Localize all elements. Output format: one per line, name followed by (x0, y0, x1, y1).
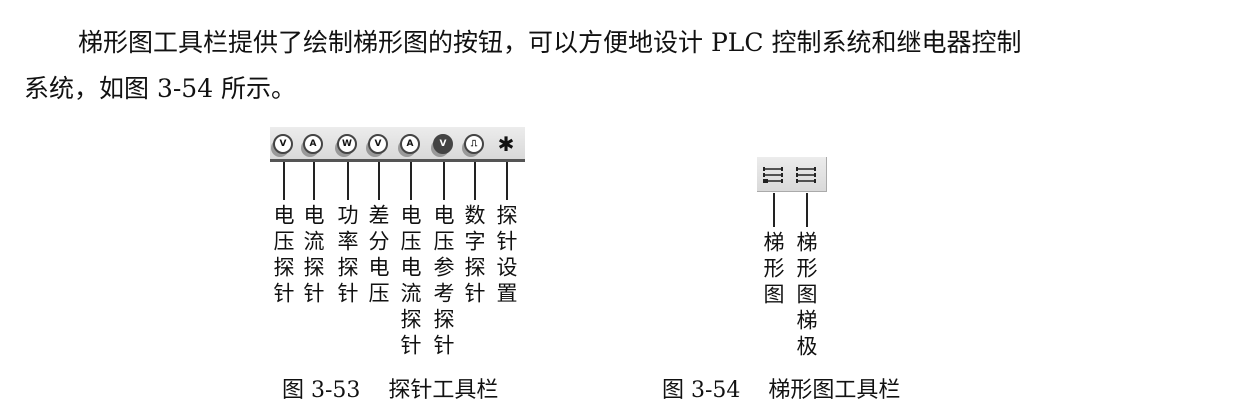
probe-label: 电流探针 (301, 204, 325, 308)
differential-voltage-probe-icon[interactable]: V (367, 133, 389, 155)
icon-glyph: A (400, 134, 420, 154)
voltage-probe-icon[interactable]: V (272, 133, 294, 155)
callout-line (378, 162, 380, 200)
probe-label: 差分电压 (366, 204, 390, 308)
icon-glyph: V (273, 134, 293, 154)
ladder-label: 梯形图 (761, 231, 785, 309)
callout-line (443, 162, 445, 200)
callout-line (283, 162, 285, 200)
callout-line (347, 162, 349, 200)
icon-glyph: A (303, 134, 323, 154)
probe-settings-gear-icon[interactable]: ✱ (495, 132, 517, 156)
figure-3-53-caption: 图 3-53 探针工具栏 (282, 378, 499, 403)
ladder-toolbar (757, 157, 827, 192)
probe-label: 电压探针 (271, 204, 295, 308)
ladder-diagram-rung-icon[interactable] (795, 164, 817, 186)
figure-3-54-caption: 图 3-54 梯形图工具栏 (662, 378, 901, 403)
probe-label: 功率探针 (335, 204, 359, 308)
current-probe-icon[interactable]: A (302, 133, 324, 155)
paragraph-line-2: 系统，如图 3-54 所示。 (24, 74, 297, 103)
callout-line (806, 193, 808, 227)
ladder-label: 梯形图梯极 (794, 231, 818, 361)
icon-glyph: V (433, 134, 453, 154)
probe-label: 数字探针 (462, 204, 486, 308)
callout-line (506, 162, 508, 200)
icon-glyph: W (337, 134, 357, 154)
power-probe-icon[interactable]: W (336, 133, 358, 155)
voltage-current-probe-icon[interactable]: A (399, 133, 421, 155)
digital-probe-icon[interactable]: ⎍ (463, 133, 485, 155)
probe-label: 电压参考探针 (431, 204, 455, 360)
callout-line (313, 162, 315, 200)
icon-glyph: ✱ (497, 132, 515, 156)
body-paragraph: 梯形图工具栏提供了绘制梯形图的按钮，可以方便地设计 PLC 控制系统和继电器控制… (24, 20, 1224, 112)
probe-label: 电压电流探针 (398, 204, 422, 360)
paragraph-line-1: 梯形图工具栏提供了绘制梯形图的按钮，可以方便地设计 PLC 控制系统和继电器控制 (78, 28, 1022, 57)
callout-line (773, 193, 775, 227)
callout-line (474, 162, 476, 200)
voltage-reference-probe-icon[interactable]: V (432, 133, 454, 155)
probe-label: 探针设置 (494, 204, 518, 308)
ladder-diagram-icon[interactable] (762, 164, 784, 186)
icon-glyph: V (368, 134, 388, 154)
callout-line (410, 162, 412, 200)
icon-glyph: ⎍ (464, 134, 484, 154)
